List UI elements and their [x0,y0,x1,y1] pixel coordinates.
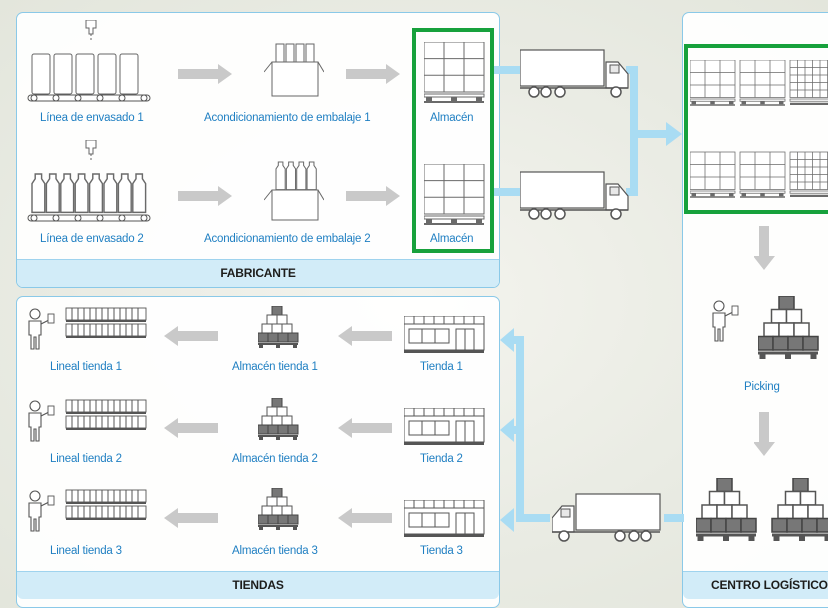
label-almacen-tienda-2: Almacén tienda 2 [232,453,318,465]
highlight-almacen-fabricante [412,28,494,253]
truck-3-icon [552,492,662,544]
flow-arrowhead-t2 [500,418,514,442]
pyramid-store-3-icon [258,488,299,531]
flow-line-bottom [664,514,684,522]
flow-line-top-right1 [626,66,638,74]
arrow-embalaje-almacen-2 [346,186,400,206]
arrow-picking-to-pyramids [754,412,775,456]
flow-line-top-right2 [626,188,638,196]
flow-line-t2 [512,426,524,434]
centro-title: CENTRO LOGÍSTICO [683,571,828,599]
arrow-tienda3-to-almacen [338,508,392,528]
arrow-envasado-embalaje-2 [178,186,232,206]
bottling-line-2-icon [27,140,151,222]
truck-1-icon [520,49,629,98]
flow-line-vert-top [630,66,638,196]
bottling-line-1-icon [27,20,151,102]
flow-line-t1 [512,336,524,344]
arrow-envasado-embalaje-1 [178,64,232,84]
arrow-store2-to-lineal [164,418,218,438]
fabricante-panel: FABRICANTE [16,12,500,288]
picking-pyramid-icon [758,296,819,360]
pyramid-store-2-icon [258,398,299,441]
flow-arrowhead-t1 [500,328,514,352]
label-tienda-1: Tienda 1 [420,361,463,373]
label-envasado-1: Línea de envasado 1 [40,112,144,124]
label-almacen-tienda-1: Almacén tienda 1 [232,361,318,373]
flow-line-fab1 [492,66,526,74]
store-3-icon [404,500,485,538]
shelf-store-3-icon [28,489,147,532]
arrow-store1-to-lineal [164,326,218,346]
arrow-cl-to-picking [754,226,775,270]
label-tienda-2: Tienda 2 [420,453,463,465]
label-embalaje-2: Acondicionamiento de embalaje 2 [204,233,371,245]
arrow-tienda1-to-almacen [338,326,392,346]
shelf-store-2-icon [28,399,147,442]
label-lineal-3: Lineal tienda 3 [50,545,122,557]
flow-arrowhead-t3 [500,508,514,532]
label-embalaje-1: Acondicionamiento de embalaje 1 [204,112,371,124]
label-envasado-2: Línea de envasado 2 [40,233,144,245]
tiendas-title: TIENDAS [17,571,499,599]
arrow-embalaje-almacen-1 [346,64,400,84]
packaging-box-2-icon [264,161,324,221]
store-2-icon [404,408,485,446]
cl-pallets-top-icon [690,60,828,199]
label-almacen-2: Almacén [430,233,474,245]
label-lineal-1: Lineal tienda 1 [50,361,122,373]
label-tienda-3: Tienda 3 [420,545,463,557]
flow-line-to-cl [638,130,668,138]
store-1-icon [404,316,485,354]
label-picking: Picking [744,381,780,393]
truck-2-icon [520,171,629,220]
flow-line-to-truck [516,514,550,522]
cl-pyramids-bottom-icon [696,478,828,542]
shelf-store-1-icon [28,307,147,350]
arrow-tienda2-to-almacen [338,418,392,438]
packaging-box-1-icon [264,43,324,97]
flow-arrowhead-cl [666,122,682,146]
highlight-almacen-centro [684,44,828,214]
label-almacen-tienda-3: Almacén tienda 3 [232,545,318,557]
fabricante-title: FABRICANTE [17,259,499,287]
picking-worker-icon [712,300,739,342]
label-lineal-2: Lineal tienda 2 [50,453,122,465]
flow-line-fab2 [492,188,526,196]
label-almacen-1: Almacén [430,112,474,124]
pyramid-store-1-icon [258,306,299,349]
arrow-store3-to-lineal [164,508,218,528]
